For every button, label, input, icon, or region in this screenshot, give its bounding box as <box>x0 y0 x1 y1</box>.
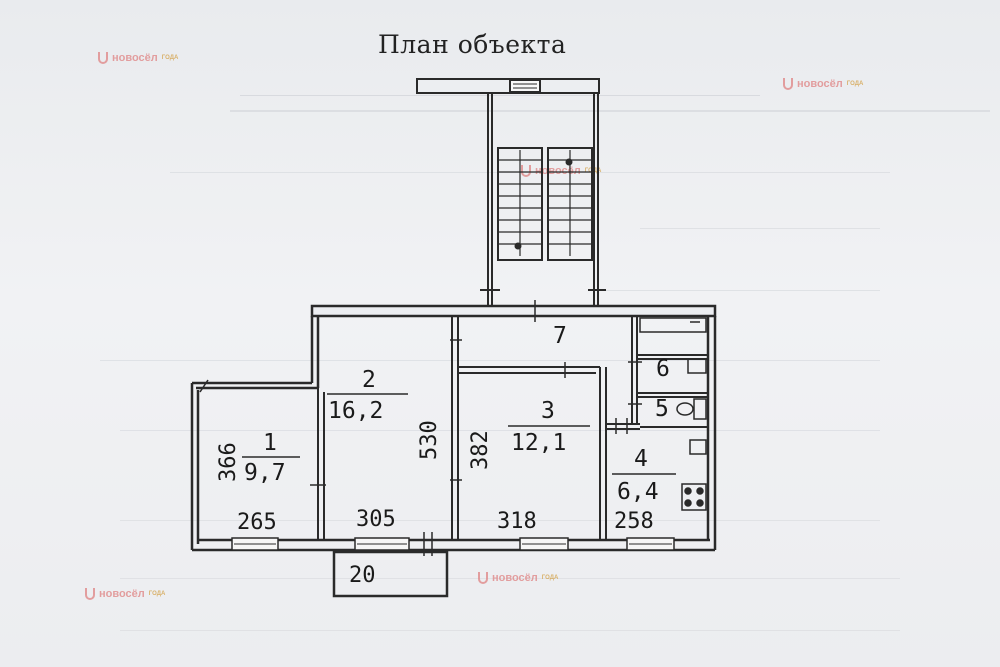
watermark-logo: новосёл ГОДА <box>85 588 165 600</box>
toilet <box>676 398 707 420</box>
room-3-width: 318 <box>497 509 537 534</box>
room-2-area: 16,2 <box>328 398 384 424</box>
watermark-icon <box>85 588 95 600</box>
balcony-label: 20 <box>349 563 376 588</box>
room-1-area: 9,7 <box>244 460 286 486</box>
room-7-number: 7 <box>553 323 567 349</box>
interior-walls <box>317 316 708 540</box>
watermark-brand: новосёл <box>492 572 538 584</box>
watermark-icon <box>478 572 488 584</box>
room-2-number: 2 <box>362 367 376 393</box>
door-marks <box>199 300 642 556</box>
watermark-brand: новосёл <box>797 78 843 90</box>
room-3-number: 3 <box>541 398 555 424</box>
room-3-area: 12,1 <box>511 430 567 456</box>
watermark-icon <box>98 52 108 64</box>
watermark-icon <box>521 165 531 177</box>
room-6-number: 6 <box>656 356 670 382</box>
bathtub <box>639 317 707 333</box>
watermark-logo: новосёл ГОДА <box>783 78 863 90</box>
room-3-height: 382 <box>468 430 493 470</box>
page-title: План объекта <box>378 30 567 59</box>
room-1-height: 366 <box>216 442 241 482</box>
room-5-number: 5 <box>655 396 669 422</box>
watermark-logo: новосёл ГОДА <box>98 52 178 64</box>
watermark-brand: новосёл <box>535 165 581 177</box>
room-2-height: 530 <box>417 420 442 460</box>
kitchen-sink <box>689 439 707 455</box>
room-4-number: 4 <box>634 446 648 472</box>
stairwell <box>416 78 606 308</box>
room-1-width: 265 <box>237 510 277 535</box>
room-4-width: 258 <box>614 509 654 534</box>
sink <box>687 358 707 374</box>
stove <box>681 483 707 511</box>
room-2-width: 305 <box>356 507 396 532</box>
watermark-badge: ГОДА <box>846 81 864 87</box>
watermark-badge: ГОДА <box>148 591 166 597</box>
watermark-logo: новосёл ГОДА <box>478 572 558 584</box>
room-4-area: 6,4 <box>617 479 659 505</box>
watermark-brand: новосёл <box>99 588 145 600</box>
room-1-number: 1 <box>263 430 277 456</box>
watermark-badge: ГОДА <box>541 575 559 581</box>
watermark-brand: новосёл <box>112 52 158 64</box>
watermark-icon <box>783 78 793 90</box>
watermark-badge: ГОДА <box>161 55 179 61</box>
